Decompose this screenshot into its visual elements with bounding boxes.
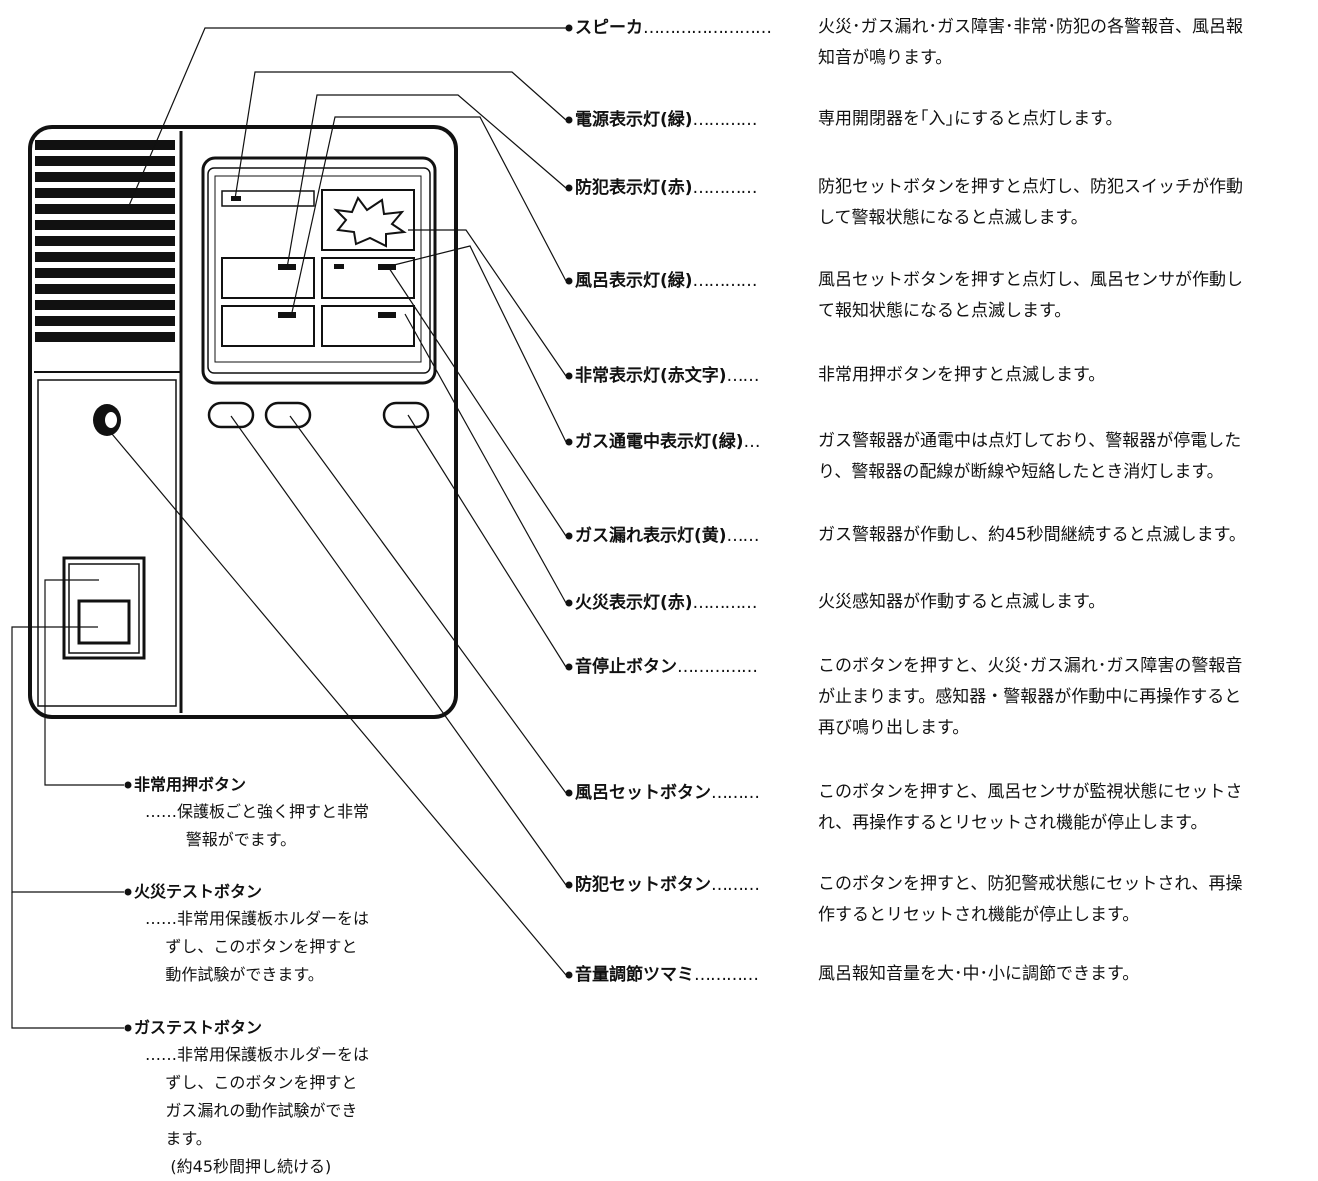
crime-set-button[interactable] bbox=[207, 401, 255, 429]
callout-desc-power-lamp: 専用開閉器を｢入｣にすると点灯します。 bbox=[818, 109, 1123, 129]
lower-left-panel bbox=[37, 379, 177, 707]
callout-bath-lamp: 風呂表示灯(緑)………… bbox=[575, 271, 758, 291]
callout-name: スピーカ bbox=[575, 18, 643, 38]
callout-fire-test-button: 火災テストボタン bbox=[134, 882, 263, 901]
speaker-grille bbox=[35, 140, 175, 342]
leader-lines bbox=[11, 27, 567, 1029]
callout-name: 非常表示灯(赤文字) bbox=[575, 366, 727, 386]
callout-desc-bath-lamp: 風呂セットボタンを押すと点灯し、風呂センサが作動し て報知状態になると点滅します… bbox=[818, 270, 1243, 321]
callout-name: 防犯セットボタン bbox=[575, 875, 711, 895]
callout-desc-emergency-button: ……保護板ごと強く押すと非常 警報がでます。 bbox=[145, 802, 370, 849]
callout-speaker: スピーカ…………………… bbox=[575, 18, 772, 38]
emergency-indicator bbox=[321, 189, 415, 251]
callout-sound-stop: 音停止ボタン…………… bbox=[575, 657, 758, 677]
callout-volume-knob: 音量調節ツマミ………… bbox=[575, 965, 759, 985]
callout-name: 電源表示灯(緑) bbox=[575, 110, 693, 130]
callout-name: 風呂表示灯(緑) bbox=[575, 271, 693, 291]
callout-crime-lamp: 防犯表示灯(赤)………… bbox=[575, 178, 758, 198]
gas-power-indicator bbox=[321, 257, 415, 299]
callout-name: 音停止ボタン bbox=[575, 657, 677, 677]
callout-gas-test-button: ガステストボタン bbox=[134, 1018, 263, 1037]
callout-fire-lamp: 火災表示灯(赤)………… bbox=[575, 593, 758, 613]
crime-indicator bbox=[221, 257, 315, 299]
bath-indicator bbox=[221, 305, 315, 347]
sound-stop-button[interactable] bbox=[382, 401, 430, 429]
callout-name: 防犯表示灯(赤) bbox=[575, 178, 693, 198]
callout-desc-volume-knob: 風呂報知音量を大･中･小に調節できます。 bbox=[818, 964, 1140, 984]
callout-desc-bath-set: このボタンを押すと、風呂センサが監視状態にセットさ れ、再操作するとリセットされ… bbox=[818, 782, 1243, 833]
callout-desc-fire-test-button: ……非常用保護板ホルダーをは ずし、このボタンを押すと 動作試験ができます。 bbox=[145, 909, 370, 984]
callout-name: 音量調節ツマミ bbox=[575, 965, 694, 985]
callout-emergency-button: 非常用押ボタン bbox=[134, 775, 247, 794]
callout-desc-speaker: 火災･ガス漏れ･ガス障害･非常･防犯の各警報音、風呂報 知音が鳴ります。 bbox=[818, 17, 1243, 68]
fire-indicator bbox=[321, 305, 415, 347]
callout-bath-set: 風呂セットボタン……… bbox=[575, 783, 760, 803]
callout-name: ガス通電中表示灯(緑) bbox=[575, 432, 744, 452]
callout-desc-crime-lamp: 防犯セットボタンを押すと点灯し、防犯スイッチが作動 して警報状態になると点滅しま… bbox=[818, 177, 1243, 228]
callout-desc-gas-test-button: ……非常用保護板ホルダーをは ずし、このボタンを押すと ガス漏れの動作試験ができ… bbox=[145, 1045, 370, 1176]
callout-power-lamp: 電源表示灯(緑)………… bbox=[575, 110, 758, 130]
bath-set-button[interactable] bbox=[264, 401, 312, 429]
callout-desc-gas-power-lamp: ガス警報器が通電中は点灯しており、警報器が停電した り、警報器の配線が断線や短絡… bbox=[818, 431, 1242, 482]
callout-gas-power-lamp: ガス通電中表示灯(緑)… bbox=[575, 432, 761, 452]
callout-name: 火災表示灯(赤) bbox=[575, 593, 693, 613]
leader-dots bbox=[124, 24, 573, 1032]
indicator-window bbox=[201, 156, 437, 385]
callout-desc-emergency-lamp: 非常用押ボタンを押すと点滅します。 bbox=[818, 365, 1106, 385]
callout-desc-sound-stop: このボタンを押すと、火災･ガス漏れ･ガス障害の警報音 が止まります。感知器・警報… bbox=[818, 656, 1243, 738]
callout-name: ガス漏れ表示灯(黄) bbox=[575, 526, 727, 546]
callout-desc-fire-lamp: 火災感知器が作動すると点滅します。 bbox=[818, 592, 1106, 612]
device-body bbox=[28, 125, 458, 719]
callout-crime-set: 防犯セットボタン……… bbox=[575, 875, 760, 895]
callout-gas-leak-lamp: ガス漏れ表示灯(黄)…… bbox=[575, 526, 760, 546]
callout-emergency-lamp: 非常表示灯(赤文字)…… bbox=[575, 366, 760, 386]
emergency-button-guard bbox=[62, 556, 146, 660]
callout-desc-crime-set: このボタンを押すと、防犯警戒状態にセットされ、再操 作するとリセットされ機能が停… bbox=[818, 874, 1243, 925]
callout-name: 風呂セットボタン bbox=[575, 783, 711, 803]
callout-desc-gas-leak-lamp: ガス警報器が作動し、約45秒間継続すると点滅します。 bbox=[818, 525, 1246, 545]
power-indicator bbox=[221, 190, 315, 207]
emergency-push-button[interactable] bbox=[77, 599, 131, 645]
